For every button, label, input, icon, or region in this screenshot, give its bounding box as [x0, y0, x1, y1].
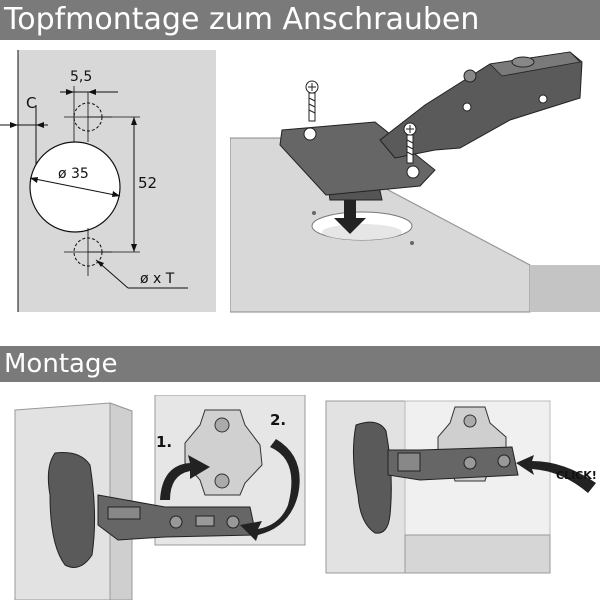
hinge-screw-illustration	[230, 50, 600, 313]
section-title: Topfmontage zum Anschrauben	[4, 2, 480, 37]
click-arrow	[516, 455, 596, 493]
section-header-topfmontage: Topfmontage zum Anschrauben	[0, 0, 600, 40]
click-label: CLICK!	[556, 469, 597, 482]
screw-icon	[305, 80, 319, 122]
label-screw: ø x T	[140, 271, 175, 287]
screw-icon	[403, 122, 417, 164]
step2-arrow	[240, 439, 300, 541]
label-offset: 5,5	[70, 69, 92, 85]
mounting-plate	[184, 409, 263, 496]
mount-click-illustration: CLICK!	[325, 400, 597, 574]
drill-pattern-diagram: C 5,5 ø 35 52 ø x T	[0, 50, 216, 312]
mount-step-illustration: 1. 2.	[14, 395, 306, 600]
step1-arrow	[160, 455, 210, 500]
step1-label: 1.	[156, 433, 172, 451]
label-distance: 52	[138, 174, 157, 192]
label-c: C	[26, 94, 36, 112]
step2-label: 2.	[270, 411, 286, 429]
insert-arrow	[334, 200, 366, 234]
hinge-cup	[352, 421, 392, 534]
hinge-cup	[47, 452, 96, 568]
label-diameter: ø 35	[58, 166, 89, 182]
section-title: Montage	[4, 349, 118, 379]
adjust-screw-icon	[463, 69, 477, 83]
section-header-montage: Montage	[0, 346, 600, 382]
